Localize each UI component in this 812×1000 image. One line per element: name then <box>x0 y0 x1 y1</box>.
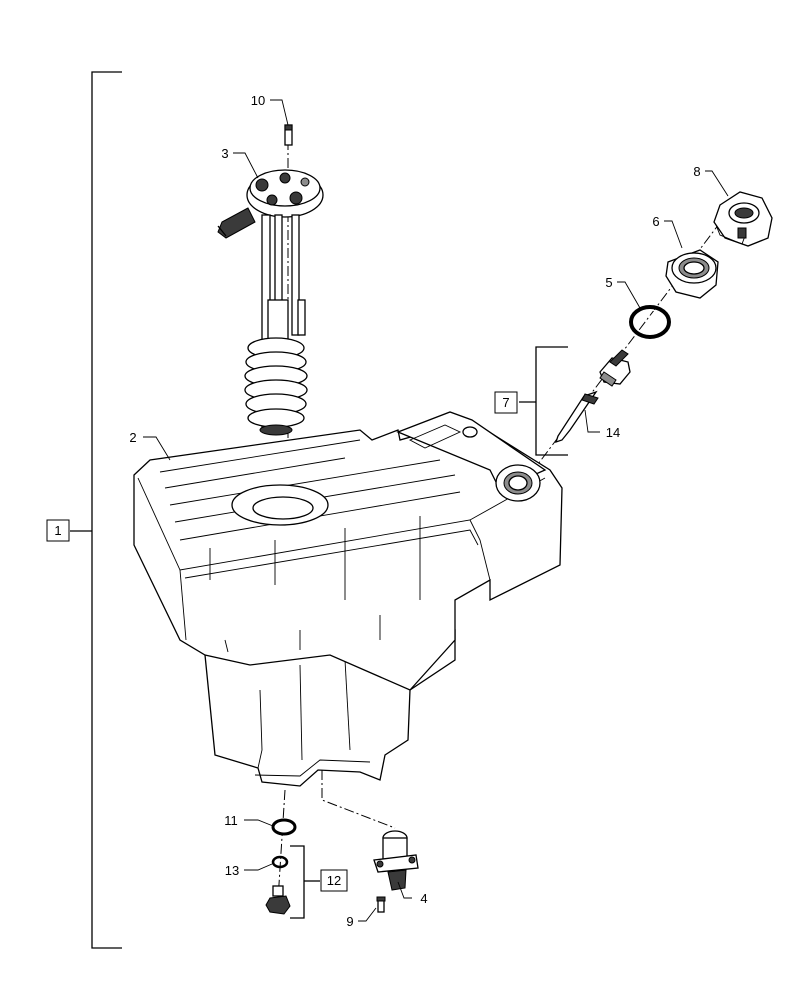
callout-box-12 <box>320 869 348 892</box>
callout-box-1 <box>46 519 70 542</box>
callout-4: 4 <box>420 891 427 906</box>
callout-2: 2 <box>129 430 136 445</box>
group-bracket-12 <box>290 845 320 919</box>
group-bracket-7 <box>519 346 568 456</box>
callout-8: 8 <box>693 164 700 179</box>
o-ring-icon <box>629 305 671 339</box>
leader-lines <box>143 99 729 922</box>
drain-plug-icon <box>265 818 297 915</box>
callout-13: 13 <box>225 863 239 878</box>
callout-box-7 <box>494 391 518 414</box>
callout-14: 14 <box>606 425 620 440</box>
fuel-cap-icon <box>713 191 773 247</box>
drain-valve-icon <box>373 830 419 913</box>
fuel-tank-icon <box>133 411 563 787</box>
vent-valve-icon <box>554 349 631 444</box>
strainer-coil-icon <box>244 337 308 436</box>
callout-3: 3 <box>221 146 228 161</box>
callout-9: 9 <box>346 914 353 929</box>
callout-1: 1 <box>54 523 61 538</box>
callout-12: 12 <box>327 873 341 888</box>
callout-7: 7 <box>502 395 509 410</box>
callout-10: 10 <box>251 93 265 108</box>
callout-5: 5 <box>605 275 612 290</box>
callout-labels: 1 2 3 4 5 6 7 8 9 10 11 12 13 14 <box>46 93 701 929</box>
fuel-sender-unit-icon <box>217 124 324 436</box>
assembly-bracket <box>70 71 122 949</box>
filler-neck-icon <box>665 249 719 299</box>
callout-11: 11 <box>224 813 238 828</box>
callout-6: 6 <box>652 214 659 229</box>
